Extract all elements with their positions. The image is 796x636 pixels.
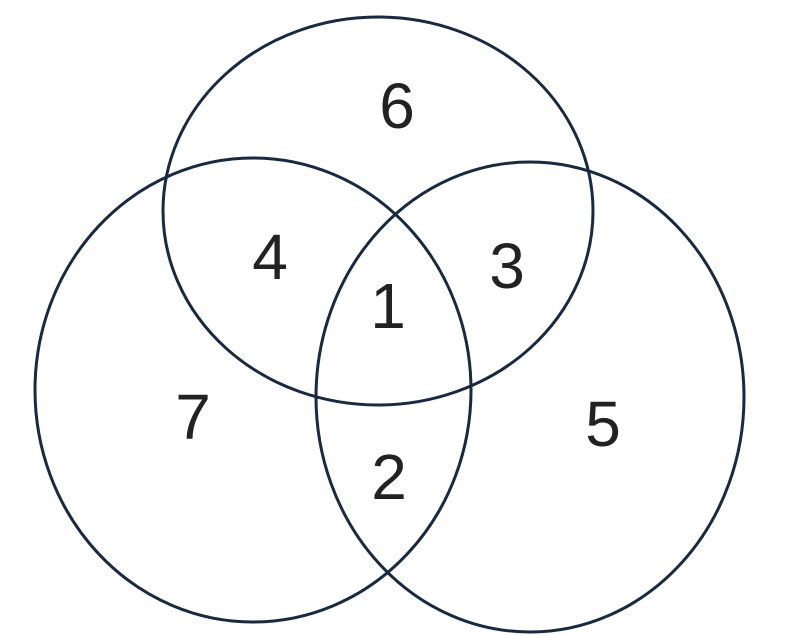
label-region-left-right-overlap: 2 [371,441,407,513]
label-region-top-left-overlap: 4 [252,221,288,293]
venn-right-circle [314,160,746,634]
venn-top-circle [161,15,595,407]
label-region-top-only: 6 [379,70,415,142]
label-region-center-all-three: 1 [370,270,406,342]
label-region-top-right-overlap: 3 [489,230,525,302]
venn-left-circle [33,156,473,624]
label-region-left-only: 7 [175,381,211,453]
venn-circles [33,15,746,634]
label-region-right-only: 5 [585,388,621,460]
venn-labels: 6 4 3 1 7 5 2 [175,70,621,513]
